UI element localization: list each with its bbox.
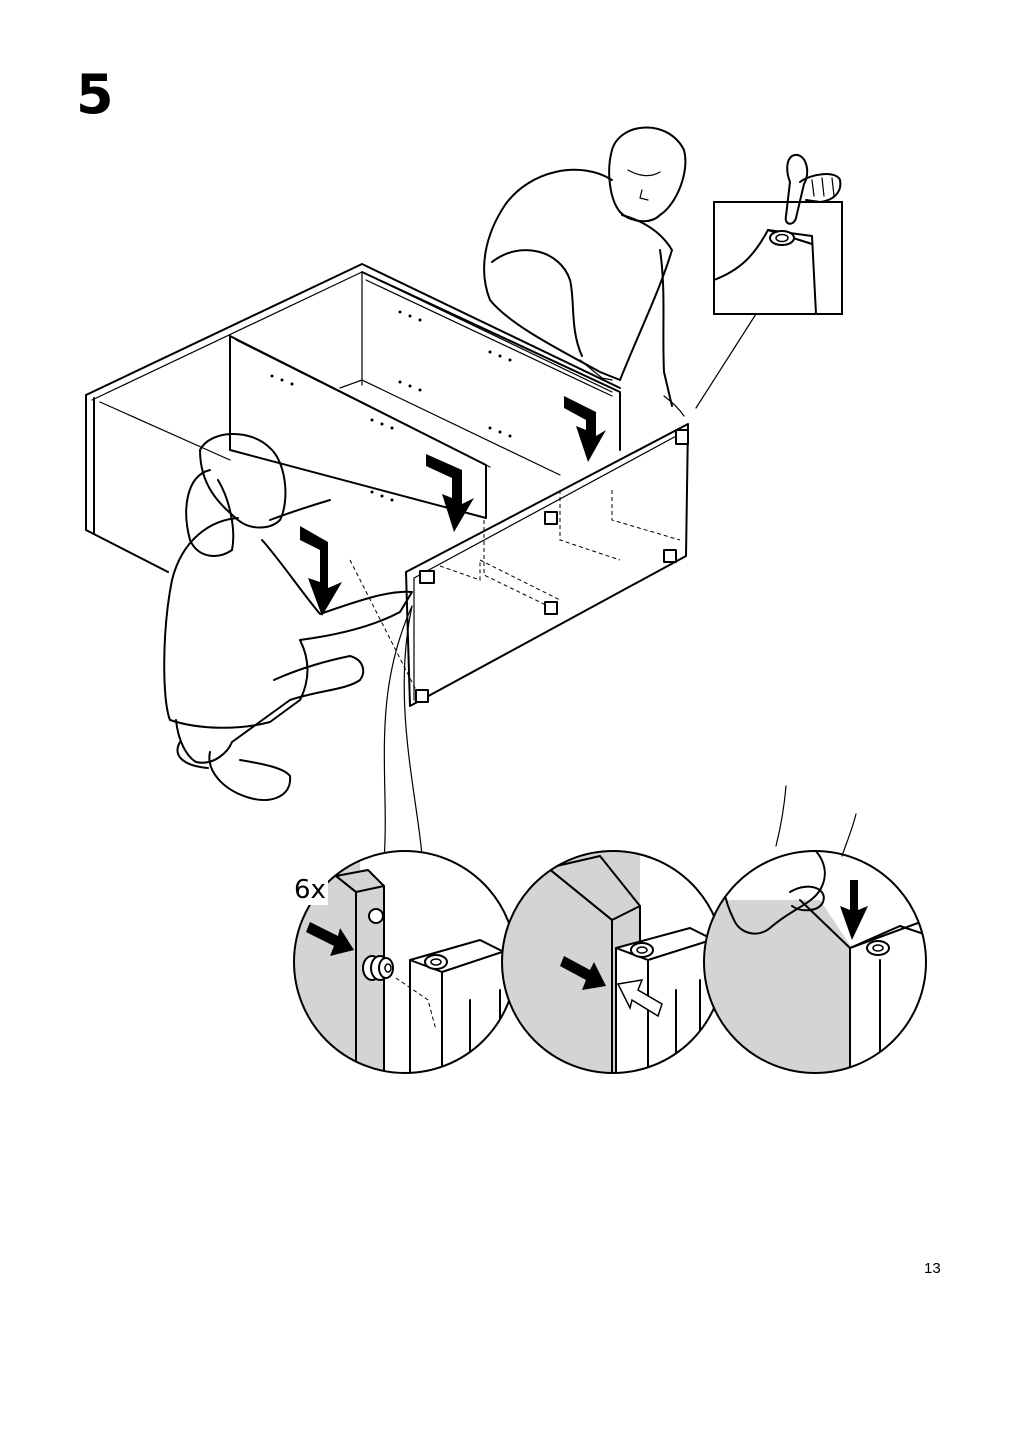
hinge-icon [415,689,429,703]
hinge-icon [663,549,677,563]
down-arrow-icon [300,396,606,616]
hinge-icon [419,570,435,584]
page-number: 13 [924,1260,941,1277]
quantity-label: 6x [292,875,328,905]
hinge-icon [544,511,558,525]
hinge-icon [544,601,558,615]
right-arrow-icon [560,956,606,990]
detail-box-press [713,153,843,315]
woman-figure [163,433,413,801]
glass-door-panel [349,423,689,707]
man-figure [483,126,687,417]
detail-circle-press [703,785,927,1074]
right-arrow-icon [306,922,354,956]
detail-circle-align [501,850,725,1074]
down-arrow-icon [840,880,868,940]
cabinet-frame [85,263,621,573]
hinge-icon [675,429,689,445]
left-arrow-icon [616,979,663,1018]
dowel-icon [362,955,394,981]
step-number: 5 [76,63,114,126]
shelf-hole-dots [270,310,512,502]
